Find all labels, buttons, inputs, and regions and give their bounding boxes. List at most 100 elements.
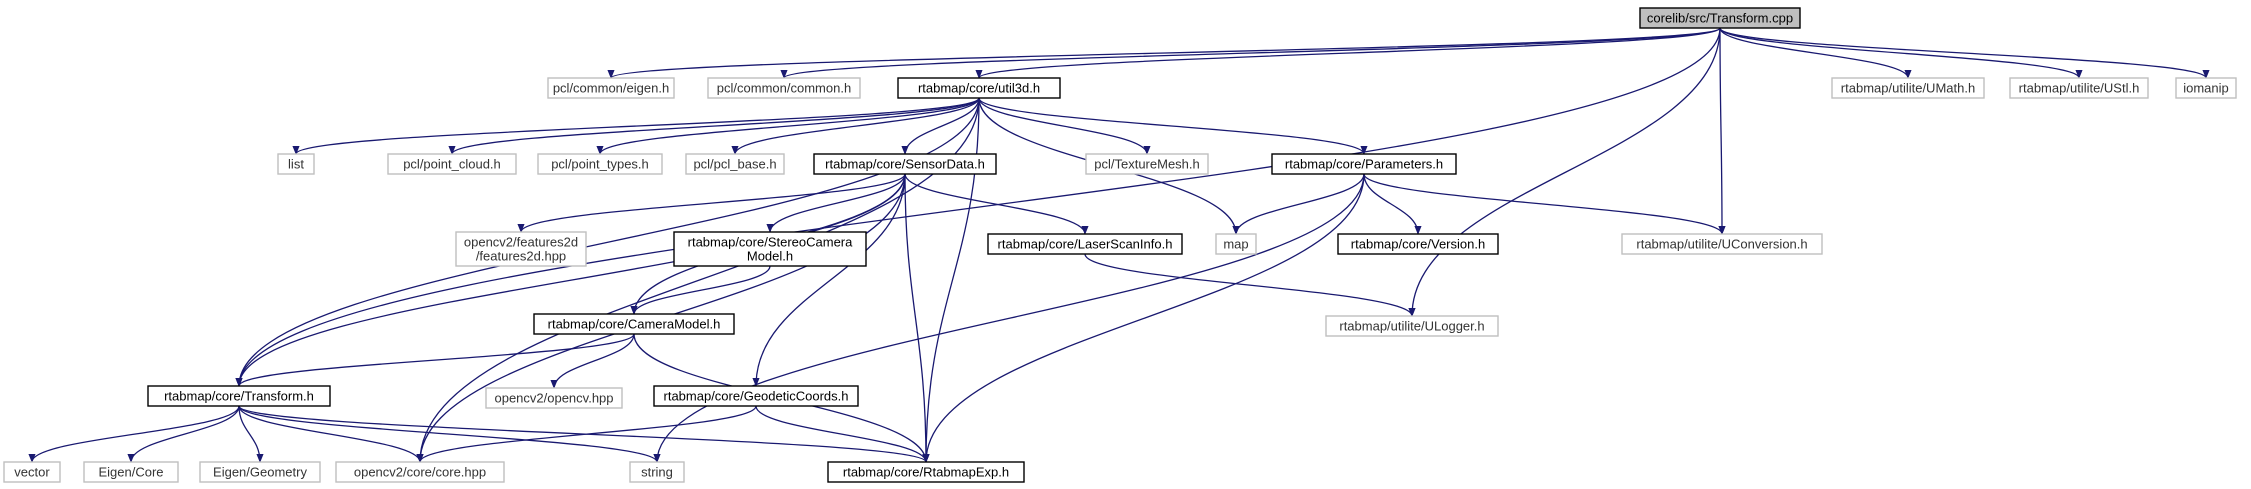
edge-parameters-to-version [1363,173,1422,235]
node-box [199,461,321,483]
edge-cameramodel-to-opencv_hpp [550,333,635,389]
node-map[interactable]: map [1215,233,1257,255]
edge-util3d-to-pcl_point_types [596,97,980,155]
node-core_hpp[interactable]: opencv2/core/core.hpp [335,461,505,483]
edge-sensordata-to-transform_h [235,173,906,387]
edge-stereocam-to-cameramodel [630,265,771,315]
node-version[interactable]: rtabmap/core/Version.h [1337,233,1499,255]
edge-cameramodel-to-transform_h [235,333,635,387]
node-label: rtabmap/core/Version.h [1351,236,1485,251]
node-label: rtabmap/core/LaserScanInfo.h [998,236,1173,251]
node-label: corelib/src/Transform.cpp [1647,10,1793,25]
node-label: rtabmap/core/util3d.h [918,80,1040,95]
node-ulogger[interactable]: rtabmap/utilite/ULogger.h [1325,315,1499,337]
node-label: map [1223,236,1248,251]
edge-util3d-to-pcl_point_cloud [448,97,980,155]
node-box [1271,153,1457,175]
edge-sensordata-to-stereocam [766,173,906,233]
node-ustl[interactable]: rtabmap/utilite/UStl.h [2009,77,2149,99]
node-features2d[interactable]: opencv2/features2d/features2d.hpp [455,231,587,267]
edge-sensordata-to-laserscan [904,173,1089,235]
edge-parameters-to-rtabmapexp [922,173,1365,463]
edge-util3d-to-list [292,97,980,155]
node-transform_h[interactable]: rtabmap/core/Transform.h [147,385,331,407]
node-geodetic[interactable]: rtabmap/core/GeodeticCoords.h [653,385,859,407]
node-label: rtabmap/core/RtabmapExp.h [843,464,1009,479]
node-sensordata[interactable]: rtabmap/core/SensorData.h [813,153,997,175]
node-label: Eigen/Core [98,464,163,479]
node-box [673,231,867,267]
node-label: rtabmap/utilite/UMath.h [1841,80,1975,95]
edge-transform_h-to-rtabmapexp [238,405,930,463]
node-label: pcl/TextureMesh.h [1094,156,1200,171]
node-label: rtabmap/core/StereoCamera [688,234,854,249]
node-label: Eigen/Geometry [213,464,307,479]
edge-transform_cpp-to-ulogger [1408,27,1721,317]
node-pcl_common[interactable]: pcl/common/common.h [707,77,861,99]
edge-parameters-to-string [653,173,1365,463]
edge-util3d-to-sensordata [901,97,980,155]
node-list[interactable]: list [277,153,315,175]
node-label: rtabmap/core/CameraModel.h [548,316,721,331]
node-cameramodel[interactable]: rtabmap/core/CameraModel.h [533,313,735,335]
node-box [547,77,675,99]
edge-util3d-to-rtabmapexp [922,97,980,463]
node-box [1085,153,1209,175]
node-label: rtabmap/core/Transform.h [164,388,314,403]
node-box [3,461,61,483]
node-box [537,153,663,175]
node-label: Model.h [747,248,793,263]
node-transform_cpp[interactable]: corelib/src/Transform.cpp [1639,7,1801,29]
node-box [827,461,1025,483]
node-laserscan[interactable]: rtabmap/core/LaserScanInfo.h [987,233,1183,255]
edge-transform_cpp-to-pcl_eigen [607,27,1721,79]
node-box [1621,233,1823,255]
node-umath[interactable]: rtabmap/utilite/UMath.h [1831,77,1985,99]
node-box [707,77,861,99]
node-box [1215,233,1257,255]
edge-transform_cpp-to-iomanip [1719,27,2210,79]
edge-transform_cpp-to-uconversion [1718,27,1726,235]
node-label: opencv2/opencv.hpp [494,390,613,405]
node-string[interactable]: string [629,461,685,483]
node-texturemesh[interactable]: pcl/TextureMesh.h [1085,153,1209,175]
node-pcl_point_types[interactable]: pcl/point_types.h [537,153,663,175]
node-label: pcl/point_types.h [551,156,649,171]
node-util3d[interactable]: rtabmap/core/util3d.h [897,77,1061,99]
node-box [653,385,859,407]
node-label: pcl/point_cloud.h [403,156,501,171]
node-iomanip[interactable]: iomanip [2175,77,2237,99]
node-uconversion[interactable]: rtabmap/utilite/UConversion.h [1621,233,1823,255]
node-label: iomanip [2183,80,2229,95]
node-pcl_eigen[interactable]: pcl/common/eigen.h [547,77,675,99]
node-box [335,461,505,483]
node-label: pcl/common/common.h [717,80,851,95]
node-eigen_core[interactable]: Eigen/Core [83,461,179,483]
node-label: opencv2/features2d [464,234,578,249]
edge-transform_h-to-core_hpp [238,405,424,463]
node-label: rtabmap/core/Parameters.h [1285,156,1443,171]
edge-parameters-to-uconversion [1363,173,1726,235]
node-parameters[interactable]: rtabmap/core/Parameters.h [1271,153,1457,175]
node-eigen_geometry[interactable]: Eigen/Geometry [199,461,321,483]
node-label: rtabmap/core/SensorData.h [825,156,985,171]
node-box [83,461,179,483]
node-pcl_point_cloud[interactable]: pcl/point_cloud.h [387,153,517,175]
node-box [1325,315,1499,337]
node-label: rtabmap/core/GeodeticCoords.h [664,388,849,403]
node-rtabmapexp[interactable]: rtabmap/core/RtabmapExp.h [827,461,1025,483]
node-pcl_base[interactable]: pcl/pcl_base.h [685,153,785,175]
edge-util3d-to-transform_h [235,97,980,387]
node-label: rtabmap/utilite/UConversion.h [1636,236,1807,251]
node-box [629,461,685,483]
edge-transform_h-to-vector [28,405,240,463]
node-opencv_hpp[interactable]: opencv2/opencv.hpp [485,387,623,409]
node-label: string [641,464,673,479]
edge-util3d-to-texturemesh [978,97,1151,155]
edge-util3d-to-pcl_base [731,97,980,155]
node-vector[interactable]: vector [3,461,61,483]
node-label: pcl/common/eigen.h [553,80,669,95]
edge-sensordata-to-features2d [517,173,906,233]
